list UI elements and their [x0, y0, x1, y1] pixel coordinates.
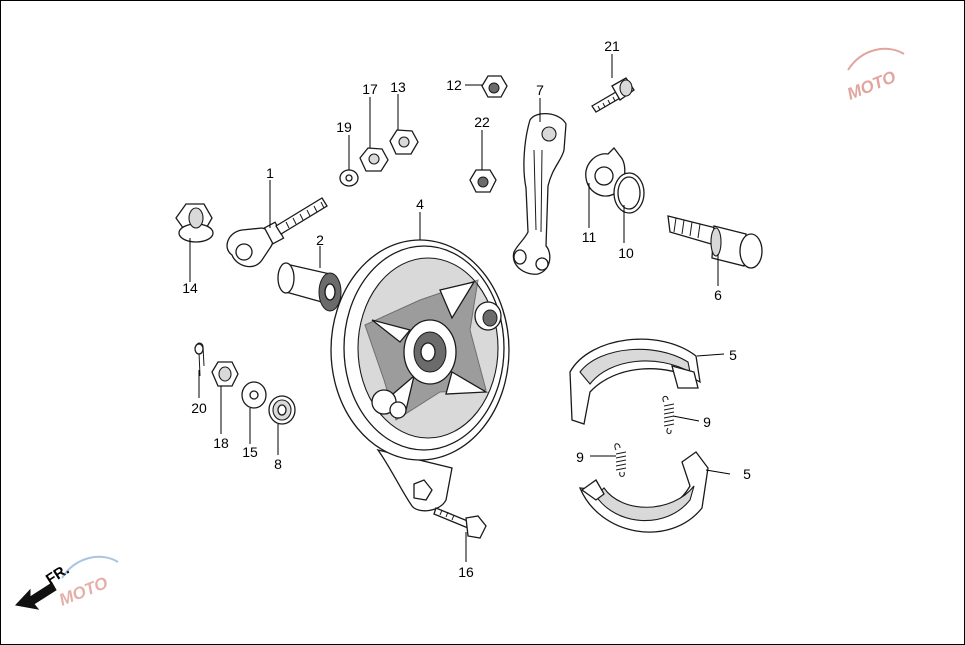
callout-2: 2 [316, 232, 324, 248]
callout-19: 19 [336, 119, 352, 135]
part-21-bolt [591, 77, 635, 113]
part-22-nut [469, 169, 497, 193]
callout-9-upper: 9 [703, 414, 711, 430]
part-2-collar [277, 262, 342, 312]
part-9-spring-upper [662, 395, 675, 435]
part-7-brake-arm [512, 113, 567, 275]
leader-lines [189, 54, 731, 562]
front-label: FR. [43, 561, 73, 588]
svg-text:MOTO: MOTO [844, 67, 898, 104]
part-6-brake-cam [667, 215, 763, 269]
part-1-axle-adjuster [226, 197, 328, 268]
part-15-washer [241, 381, 267, 409]
watermark-logo-top-right: MOTO [844, 47, 905, 104]
part-14-flange-nut [175, 203, 214, 243]
callout-5-upper: 5 [729, 347, 737, 363]
callout-10: 10 [618, 245, 634, 261]
callout-13: 13 [390, 79, 406, 95]
part-5-brake-shoe-upper [569, 338, 701, 425]
part-16-bolt [433, 507, 487, 539]
callout-18: 18 [213, 435, 229, 451]
callout-12: 12 [446, 77, 462, 93]
callout-14: 14 [182, 280, 198, 296]
callout-22: 22 [474, 114, 490, 130]
callout-9-lower: 9 [576, 449, 584, 465]
callout-11: 11 [582, 229, 597, 245]
part-10-o-ring [613, 172, 645, 214]
part-17-nut [359, 147, 389, 172]
callout-5-lower: 5 [743, 466, 751, 482]
callout-labels: 1 2 4 5 5 6 7 8 9 9 10 11 12 13 14 15 16… [182, 38, 751, 580]
part-13-nut [389, 129, 419, 155]
callout-21: 21 [604, 38, 620, 54]
callout-1: 1 [266, 165, 274, 181]
part-8-bearing [268, 395, 296, 425]
part-18-nut [211, 361, 239, 387]
part-4-brake-panel [330, 239, 510, 512]
front-arrow-icon [15, 582, 57, 610]
part-19-washer [339, 169, 359, 187]
callout-16: 16 [458, 564, 474, 580]
callout-7: 7 [536, 82, 544, 98]
callout-20: 20 [191, 400, 207, 416]
callout-6: 6 [714, 287, 722, 303]
callout-8: 8 [274, 456, 282, 472]
callout-15: 15 [242, 444, 258, 460]
part-9-spring-lower [614, 443, 627, 477]
part-12-nut [481, 75, 508, 98]
callout-17: 17 [362, 81, 378, 97]
part-20-cotter-pin [194, 342, 205, 377]
part-5-brake-shoe-lower [578, 451, 709, 533]
callout-4: 4 [416, 196, 424, 212]
